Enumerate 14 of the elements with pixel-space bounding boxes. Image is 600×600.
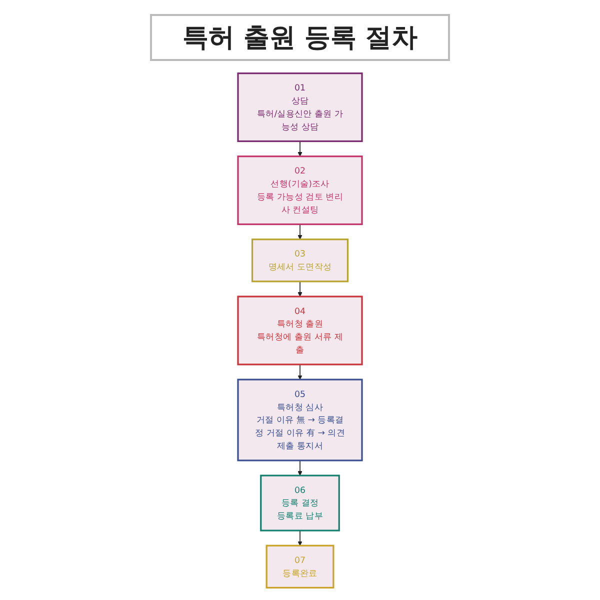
diagram-title: 특허 출원 등록 절차 (150, 14, 450, 61)
node-box: 04 특허청 출원 특허청에 출원 서류 제출 (237, 296, 363, 366)
node-box: 02 선행(기술)조사 등록 가능성 검토 변리사 컨설팅 (237, 156, 363, 226)
arrow (298, 224, 302, 240)
node-box: 07 등록완료 (266, 544, 334, 588)
node-box: 03 명세서 도면작성 (251, 238, 349, 282)
node-box: 06 등록 결정 등록료 납부 (260, 474, 340, 532)
arrow (298, 530, 302, 546)
arrow (298, 140, 302, 157)
arrow (298, 281, 302, 297)
arrow (298, 460, 302, 476)
node-box: 05 특허청 심사 거절 이유 無 → 등록결정 거절 이유 有 → 의견제출 통지서 (237, 378, 363, 462)
arrow (298, 364, 302, 380)
node-box: 01 상담 특허/실용신안 출원 가능성 상담 (237, 72, 363, 142)
